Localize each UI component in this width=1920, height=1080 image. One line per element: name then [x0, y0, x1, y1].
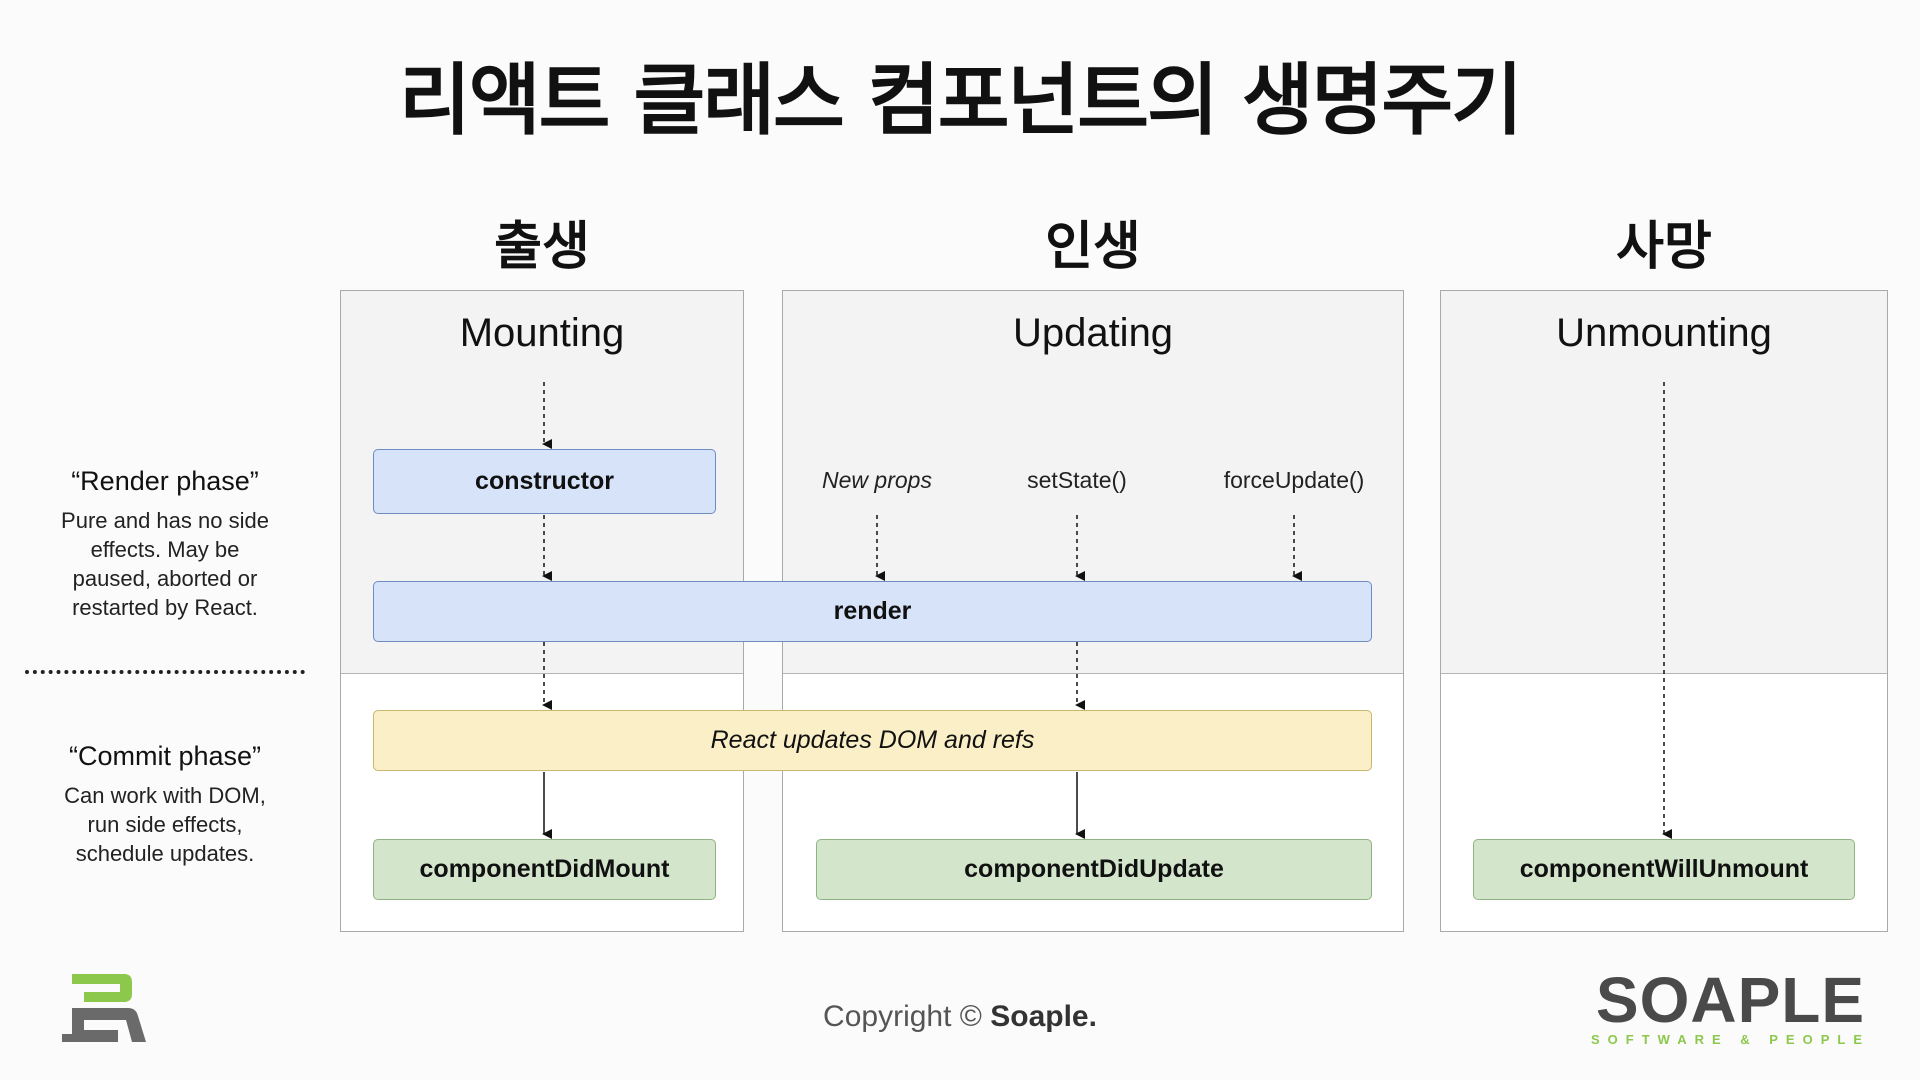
render-phase-description: Pure and has no side effects. May be pau…	[20, 506, 310, 622]
component-will-unmount-box: componentWillUnmount	[1473, 839, 1855, 900]
commit-phase-description: Can work with DOM, run side effects, sch…	[20, 781, 310, 868]
stage-label-birth: 출생	[494, 217, 590, 277]
render-phase-title: “Render phase”	[71, 466, 259, 496]
phase-divider	[25, 670, 305, 674]
commit-phase-line: Can work with DOM,	[64, 783, 266, 808]
unmounting-panel: Unmounting	[1440, 290, 1888, 932]
soaple-tagline: SOFTWARE & PEOPLE	[1590, 1032, 1870, 1047]
soaple-brand: SOAPLE SOFTWARE & PEOPLE	[1591, 968, 1870, 1047]
component-did-mount-box: componentDidMount	[373, 839, 716, 900]
commit-phase-line: schedule updates.	[75, 841, 255, 866]
mounting-title: Mounting	[459, 311, 625, 355]
render-phase-line: restarted by React.	[72, 595, 258, 620]
constructor-box: constructor	[373, 449, 716, 514]
trigger-set-state: setState()	[1027, 467, 1127, 493]
trigger-force-update: forceUpdate()	[1223, 467, 1365, 493]
render-phase-line: Pure and has no side	[61, 508, 269, 533]
copyright-prefix: Copyright ©	[823, 1000, 982, 1033]
react-updates-dom-box: React updates DOM and refs	[373, 710, 1372, 771]
commit-phase-title: “Commit phase”	[68, 741, 262, 771]
stage-label-life: 인생	[1045, 217, 1141, 277]
page-title: 리액트 클래스 컴포넌트의 생명주기	[399, 56, 1523, 146]
render-box: render	[373, 581, 1372, 642]
soaple-logo-icon	[62, 974, 146, 1042]
component-did-update-box: componentDidUpdate	[816, 839, 1372, 900]
unmounting-title: Unmounting	[1556, 311, 1772, 355]
render-phase-line: effects. May be	[90, 537, 240, 562]
stage-label-death: 사망	[1616, 217, 1712, 277]
trigger-new-props: New props	[822, 467, 932, 493]
copyright-text: Copyright © Soaple.	[0, 1000, 1920, 1034]
copyright-brand: Soaple.	[990, 1000, 1097, 1033]
unmounting-render-area	[1441, 291, 1887, 674]
commit-phase-line: run side effects,	[87, 812, 243, 837]
render-phase-line: paused, aborted or	[72, 566, 258, 591]
updating-title: Updating	[1012, 311, 1174, 355]
soaple-wordmark: SOAPLE	[1595, 964, 1866, 1036]
